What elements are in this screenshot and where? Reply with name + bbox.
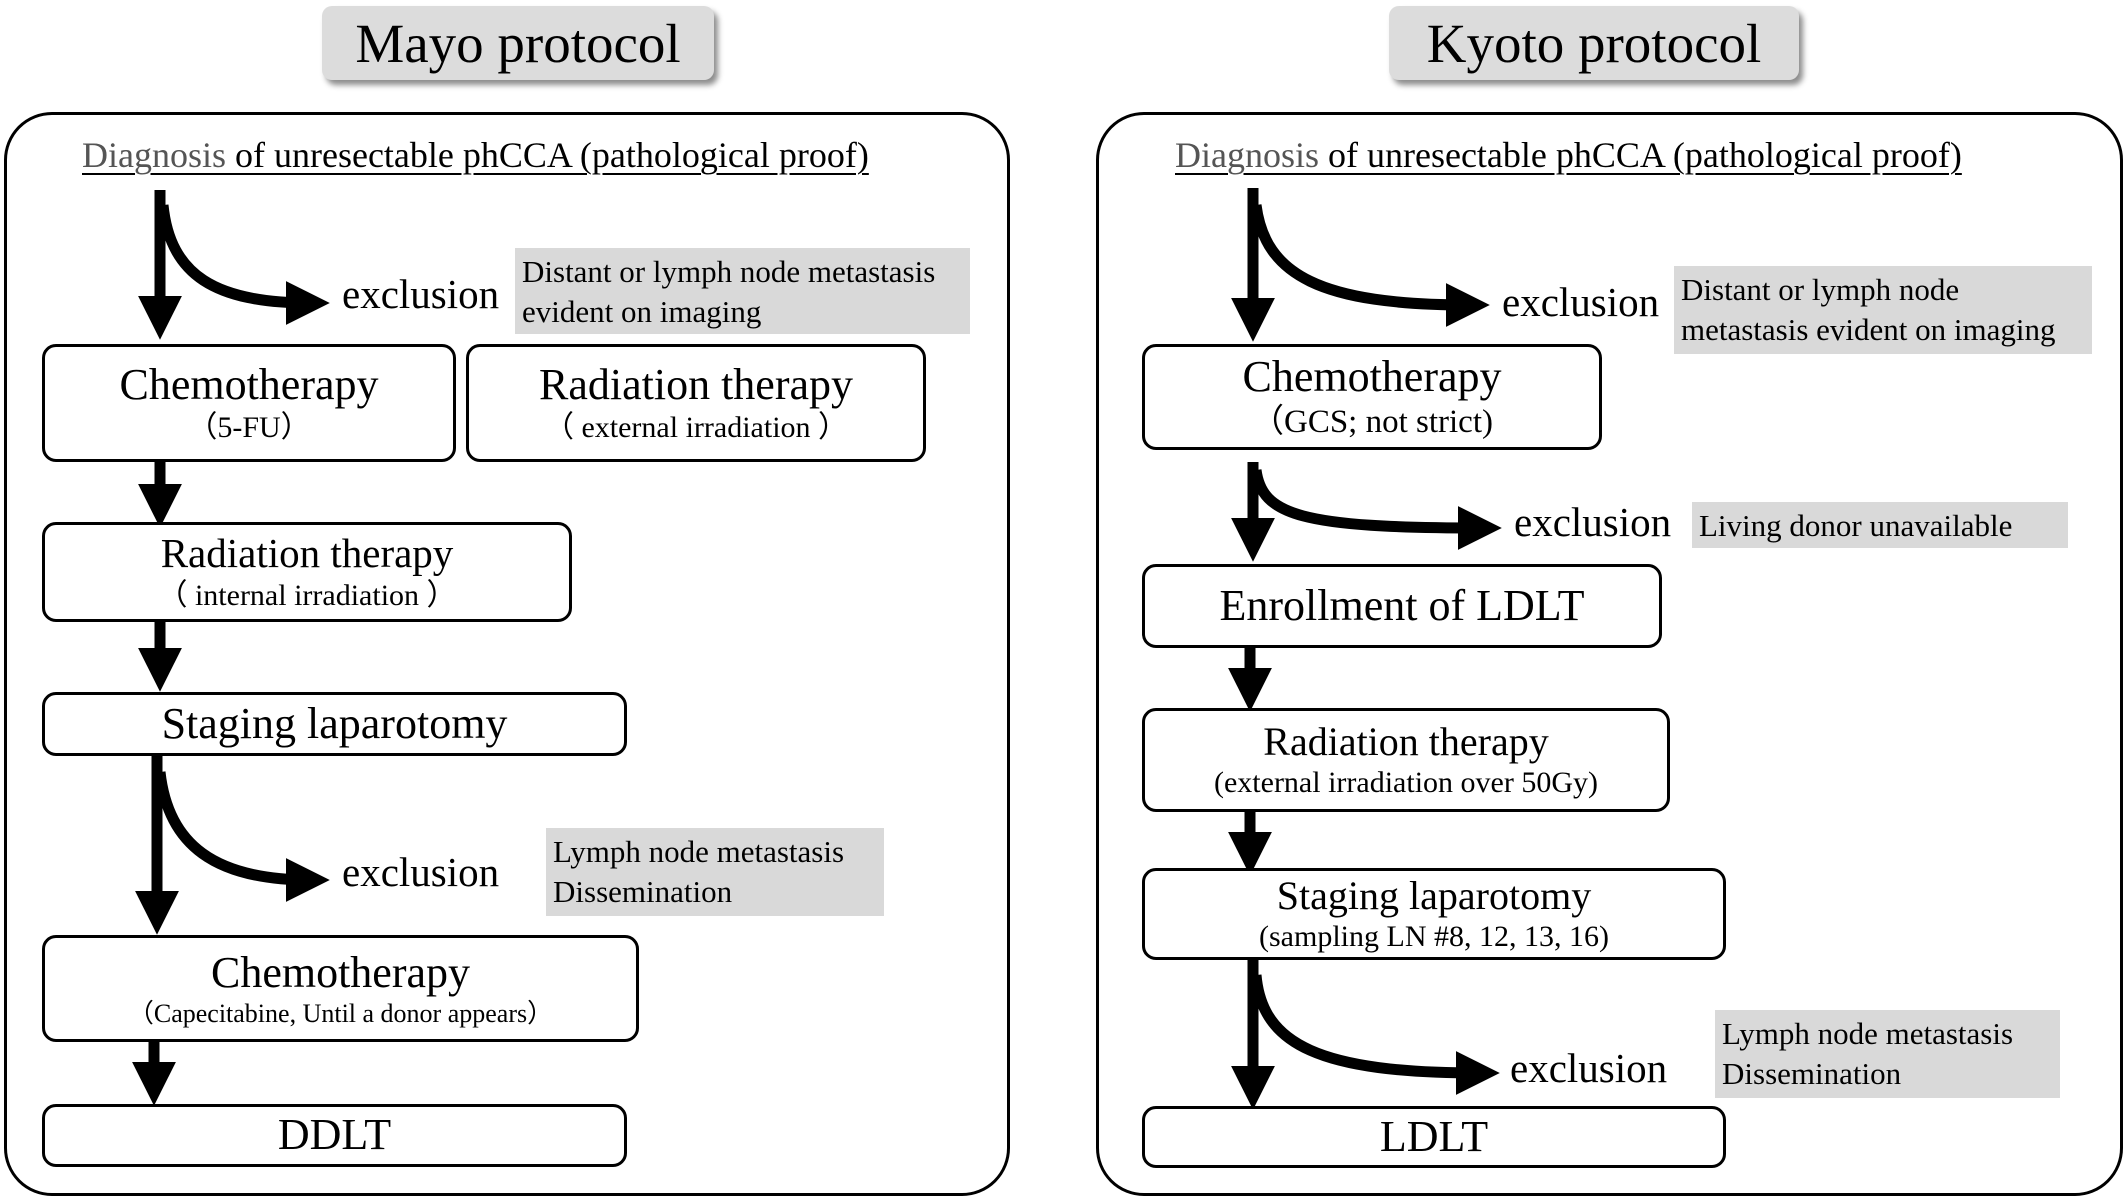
kyoto-exclusion-label-1: exclusion xyxy=(1502,279,1660,325)
kyoto-exclusion-note-3-line-1: Lymph node metastasis xyxy=(1722,1016,2014,1051)
mayo-diagnosis-text: Diagnosis of unresectable phCCA (patholo… xyxy=(82,134,869,176)
mayo-ddlt-box: DDLT xyxy=(42,1104,627,1167)
kyoto-arrow-exclusion-3 xyxy=(1250,974,1500,1095)
kyoto-exclusion-note-1-line-1: Distant or lymph node xyxy=(1681,272,1960,307)
kyoto-exclusion-label-2: exclusion xyxy=(1514,499,1672,545)
kyoto-arrow-exclusion-2 xyxy=(1250,469,1502,550)
mayo-arrow-exclusion-2 xyxy=(154,771,330,902)
kyoto-chemotherapy-detail: （GCS; not strict) xyxy=(1250,403,1493,440)
mayo-chemotherapy-2-box: Chemotherapy （Capecitabine, Until a dono… xyxy=(42,935,639,1042)
mayo-exclusion-note-1-line-2: evident on imaging xyxy=(522,294,762,330)
kyoto-radiation-detail: (external irradiation over 50Gy) xyxy=(1213,766,1598,799)
mayo-chemotherapy-title: Chemotherapy xyxy=(119,359,379,409)
kyoto-staging-laparotomy-title: Staging laparotomy xyxy=(1276,873,1592,918)
mayo-external-radiation-title: Radiation therapy xyxy=(538,359,853,409)
mayo-exclusion-note-2: Lymph node metastasis Dissemination xyxy=(546,828,884,916)
kyoto-exclusion-note-1-line-2: metastasis evident on imaging xyxy=(1681,312,2056,348)
kyoto-radiation-box: Radiation therapy (external irradiation … xyxy=(1142,708,1670,812)
mayo-internal-radiation-box: Radiation therapy （ internal irradiation… xyxy=(42,522,572,622)
mayo-diagnosis-rest: of unresectable phCCA (pathological proo… xyxy=(226,135,869,175)
kyoto-protocol-title: Kyoto protocol xyxy=(1389,6,1799,80)
kyoto-exclusion-note-3-line-2: Dissemination xyxy=(1722,1056,1902,1092)
kyoto-chemotherapy-box: Chemotherapy （GCS; not strict) xyxy=(1142,344,1602,450)
mayo-ddlt-title: DDLT xyxy=(277,1110,392,1160)
mayo-exclusion-label-1: exclusion xyxy=(342,271,500,317)
mayo-chemotherapy-2-title: Chemotherapy xyxy=(210,947,471,997)
kyoto-ldlt-box: LDLT xyxy=(1142,1106,1726,1168)
kyoto-arrow-exclusion-1 xyxy=(1250,204,1490,327)
kyoto-enrollment-ldlt-box: Enrollment of LDLT xyxy=(1142,564,1662,648)
mayo-staging-laparotomy-box: Staging laparotomy xyxy=(42,692,627,756)
mayo-arrow-exclusion-1 xyxy=(157,204,330,325)
mayo-internal-radiation-title: Radiation therapy xyxy=(160,530,454,577)
kyoto-exclusion-note-2-line-1: Living donor unavailable xyxy=(1699,508,2013,543)
kyoto-exclusion-note-3: Lymph node metastasis Dissemination xyxy=(1715,1010,2060,1098)
mayo-external-radiation-detail: （ external irradiation ） xyxy=(543,411,849,445)
mayo-diagnosis-word: Diagnosis xyxy=(82,135,226,175)
kyoto-ldlt-title: LDLT xyxy=(1379,1111,1489,1161)
mayo-protocol-title: Mayo protocol xyxy=(322,6,714,80)
kyoto-diagnosis-rest: of unresectable phCCA (pathological proo… xyxy=(1319,135,1962,175)
mayo-exclusion-note-1: Distant or lymph node metastasis evident… xyxy=(515,248,970,334)
kyoto-chemotherapy-title: Chemotherapy xyxy=(1242,351,1502,401)
kyoto-enrollment-ldlt-title: Enrollment of LDLT xyxy=(1219,580,1585,630)
kyoto-radiation-title: Radiation therapy xyxy=(1263,719,1549,764)
mayo-exclusion-note-1-line-1: Distant or lymph node metastasis xyxy=(522,254,936,289)
mayo-staging-laparotomy-title: Staging laparotomy xyxy=(161,698,508,748)
mayo-chemotherapy-detail: （5-FU） xyxy=(187,411,311,445)
mayo-internal-radiation-detail: （ internal irradiation ） xyxy=(157,578,457,612)
kyoto-exclusion-note-1: Distant or lymph node metastasis evident… xyxy=(1674,266,2092,354)
mayo-chemotherapy-box: Chemotherapy （5-FU） xyxy=(42,344,456,462)
kyoto-staging-laparotomy-detail: (sampling LN #8, 12, 13, 16) xyxy=(1259,920,1609,953)
kyoto-staging-laparotomy-box: Staging laparotomy (sampling LN #8, 12, … xyxy=(1142,868,1726,960)
mayo-chemotherapy-2-detail: （Capecitabine, Until a donor appears） xyxy=(127,999,554,1029)
kyoto-diagnosis-text: Diagnosis of unresectable phCCA (patholo… xyxy=(1175,134,1962,176)
kyoto-exclusion-label-3: exclusion xyxy=(1510,1045,1668,1091)
kyoto-exclusion-note-2: Living donor unavailable xyxy=(1692,502,2068,548)
mayo-exclusion-label-2: exclusion xyxy=(342,849,500,895)
kyoto-diagnosis-word: Diagnosis xyxy=(1175,135,1319,175)
mayo-external-radiation-box: Radiation therapy （ external irradiation… xyxy=(466,344,926,462)
mayo-exclusion-note-2-line-1: Lymph node metastasis xyxy=(553,834,845,869)
mayo-exclusion-note-2-line-2: Dissemination xyxy=(553,874,733,910)
